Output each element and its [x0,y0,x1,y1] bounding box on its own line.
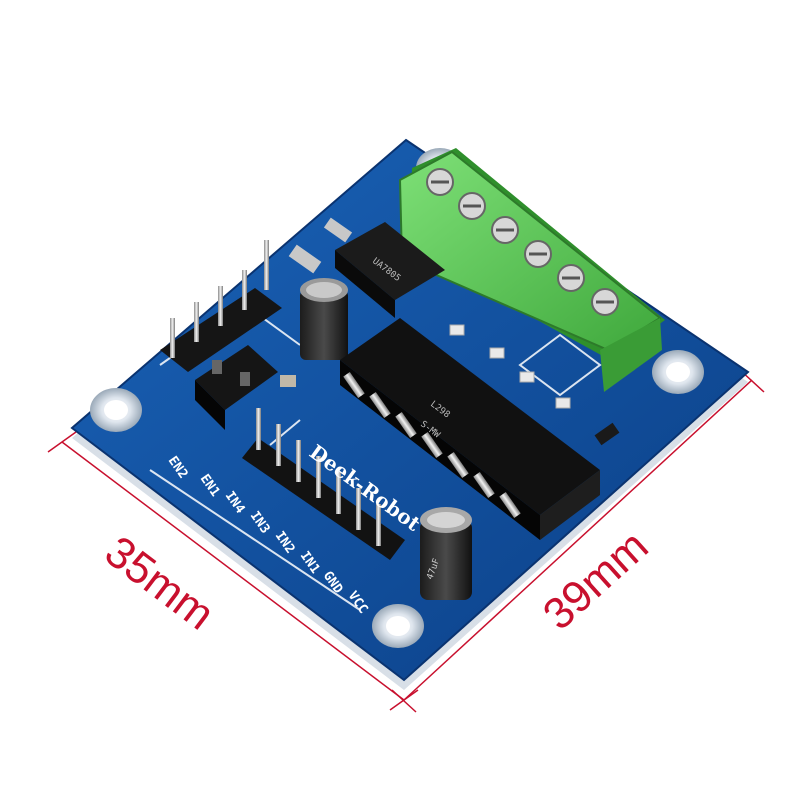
capacitor-large [300,278,348,360]
smd-components [280,324,620,446]
height-dimension-line [403,379,753,701]
voltage-regulator: UA7805 [288,217,445,318]
terminal-screws [426,168,619,316]
screw-terminal [398,148,665,392]
width-dimension-label: 35mm [96,527,223,640]
dimension-lines [47,369,765,713]
capacitor-small: 47uF [420,507,472,600]
jumper-block [195,345,278,430]
header-pins-top [160,240,282,372]
width-dimension-line [61,441,405,701]
header-pins-bottom [242,408,405,560]
driver-chip: L298 S-MW [340,318,600,540]
